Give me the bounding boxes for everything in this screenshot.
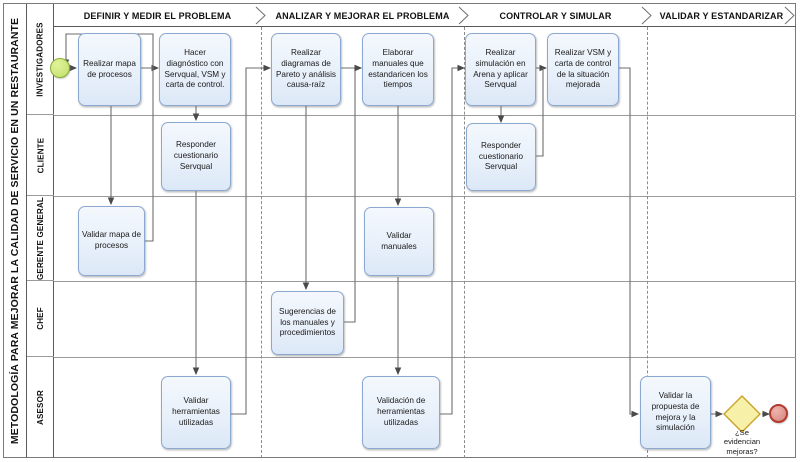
lane-label-cliente: CLIENTE — [27, 115, 54, 196]
phase-label-text: VALIDAR Y ESTANDARIZAR — [659, 10, 784, 21]
lane-label-chef: CHEF — [27, 281, 54, 357]
task-label: Realizar mapa de procesos — [83, 58, 136, 79]
phase-label-text: DEFINIR Y MEDIR EL PROBLEMA — [83, 10, 232, 21]
phase-divider-3 — [647, 27, 648, 458]
phase-title-analizar: ANALIZAR Y MEJORAR EL PROBLEMA — [261, 4, 464, 27]
phase-label-text: CONTROLAR Y SIMULAR — [499, 10, 612, 21]
lane-label-text: CHEF — [35, 307, 45, 330]
task-validar-propuesta-mejora[interactable]: Validar la propuesta de mejora y la simu… — [640, 376, 711, 449]
phase-title-definir: DEFINIR Y MEDIR EL PROBLEMA — [54, 4, 261, 27]
task-responder-cuestionario-cliente[interactable]: Responder cuestionario Servqual — [161, 122, 231, 191]
task-realizar-diagramas-pareto[interactable]: Realizar diagramas de Pareto y análisis … — [271, 33, 341, 106]
lane-separator-2 — [54, 196, 796, 197]
lane-separator-4 — [54, 357, 796, 358]
task-validar-manuales[interactable]: Validar manuales — [364, 207, 434, 276]
task-label: Validar manuales — [381, 230, 417, 251]
lane-label-asesor: ASESOR — [27, 357, 54, 457]
pool-title-text: METODOLOGÍA PARA MEJORAR LA CALIDAD DE S… — [9, 17, 22, 444]
task-validacion-herramientas-utilizadas[interactable]: Validación de herramientas utilizadas — [362, 376, 440, 449]
phase-header-band: DEFINIR Y MEDIR EL PROBLEMA ANALIZAR Y M… — [54, 4, 796, 27]
phase-divider-1 — [261, 27, 262, 458]
lane-label-investigadores: INVESTIGADORES — [27, 4, 54, 115]
task-label: Realizar VSM y carta de control de la si… — [554, 47, 612, 90]
task-sugerencias-manuales[interactable]: Sugerencias de los manuales y procedimie… — [271, 291, 344, 355]
end-event-icon — [769, 404, 788, 423]
lane-label-text: CLIENTE — [36, 137, 45, 173]
lane-label-column: INVESTIGADORES CLIENTE GERENTE GENERAL C… — [27, 4, 54, 457]
task-responder-cuestionario-control[interactable]: Responder cuestionario Servqual — [466, 123, 536, 191]
gateway-se-evidencian-mejoras-icon[interactable] — [722, 394, 762, 434]
start-event-icon — [50, 58, 70, 78]
gateway-label-line1: ¿Se — [735, 428, 749, 437]
lane-label-text: GERENTE GENERAL — [36, 196, 46, 280]
pool-title: METODOLOGÍA PARA MEJORAR LA CALIDAD DE S… — [4, 4, 27, 457]
lane-separator-1 — [54, 115, 796, 116]
task-label: Elaborar manuales que estandaricen los t… — [368, 47, 428, 90]
task-hacer-diagnostico[interactable]: Hacer diagnóstico con Servqual, VSM y ca… — [159, 33, 231, 106]
task-label: Realizar diagramas de Pareto y análisis … — [275, 47, 337, 90]
phase-title-validar: VALIDAR Y ESTANDARIZAR — [647, 4, 796, 27]
lane-label-gerente-general: GERENTE GENERAL — [27, 196, 54, 281]
task-label: Responder cuestionario Servqual — [173, 140, 219, 171]
phase-label-text: ANALIZAR Y MEJORAR EL PROBLEMA — [275, 10, 450, 21]
task-label: Validar herramientas utilizadas — [172, 396, 220, 427]
phase-divider-2 — [464, 27, 465, 458]
task-label: Validar la propuesta de mejora y la simu… — [651, 390, 700, 433]
task-label: Sugerencias de los manuales y procedimie… — [279, 306, 336, 338]
task-validar-mapa-de-procesos[interactable]: Validar mapa de procesos — [78, 206, 145, 276]
gateway-label-line2: evidencian — [723, 437, 761, 447]
task-label: Realizar simulación en Arena y aplicar S… — [473, 47, 528, 90]
task-label: Validar mapa de procesos — [82, 230, 142, 250]
lane-label-text: ASESOR — [36, 389, 45, 425]
task-realizar-vsm-carta-control[interactable]: Realizar VSM y carta de control de la si… — [547, 33, 619, 106]
task-label: Validación de herramientas utilizadas — [376, 396, 426, 427]
lane-separator-3 — [54, 281, 796, 282]
lane-label-text: INVESTIGADORES — [36, 21, 45, 97]
task-label: Responder cuestionario Servqual — [478, 140, 524, 172]
task-label: Hacer diagnóstico con Servqual, VSM y ca… — [164, 47, 226, 90]
task-elaborar-manuales[interactable]: Elaborar manuales que estandaricen los t… — [362, 33, 434, 106]
task-realizar-simulacion-arena[interactable]: Realizar simulación en Arena y aplicar S… — [465, 33, 536, 106]
phase-title-controlar: CONTROLAR Y SIMULAR — [464, 4, 647, 27]
task-validar-herramientas-utilizadas[interactable]: Validar herramientas utilizadas — [161, 376, 231, 449]
gateway-label: ¿Se evidencian mejoras? — [702, 428, 782, 456]
gateway-label-line3: mejoras? — [726, 446, 758, 456]
task-realizar-mapa-de-procesos[interactable]: Realizar mapa de procesos — [78, 33, 141, 106]
